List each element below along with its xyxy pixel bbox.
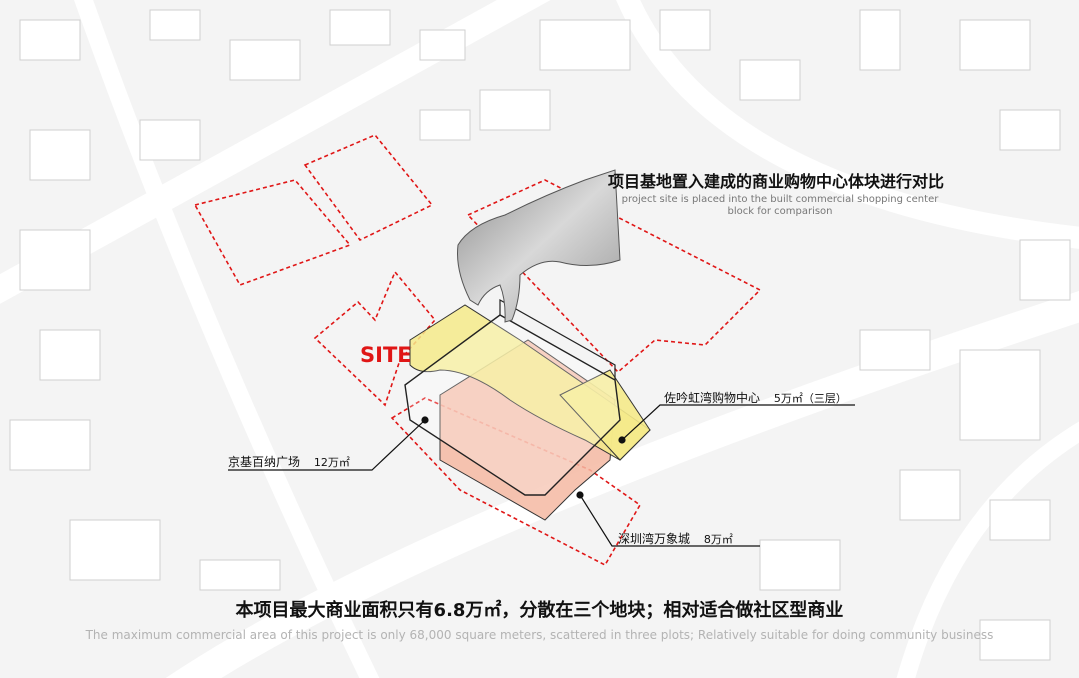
- annotation-title-en: project site is placed into the built co…: [612, 194, 948, 218]
- label-shenzhen: 深圳湾万象城 8万㎡: [618, 530, 733, 547]
- label-jingji-name: 京基百纳广场: [228, 455, 300, 469]
- summary-en: The maximum commercial area of this proj…: [0, 628, 1079, 642]
- hand-illustration: [458, 170, 621, 322]
- label-zuoling-name: 佐吟虹湾购物中心: [664, 391, 760, 405]
- context-buildings: [10, 10, 1070, 660]
- label-jingji-area: 12万㎡: [314, 456, 350, 469]
- label-shenzhen-name: 深圳湾万象城: [618, 532, 690, 546]
- summary-cn: 本项目最大商业面积只有6.8万㎡，分散在三个地块；相对适合做社区型商业: [0, 596, 1079, 622]
- label-zuoling: 佐吟虹湾购物中心 5万㎡（三层）: [664, 389, 847, 406]
- label-zuoling-area: 5万㎡（三层）: [774, 392, 847, 405]
- site-label: SITE: [360, 343, 412, 367]
- label-jingji: 京基百纳广场 12万㎡: [228, 453, 350, 470]
- label-shenzhen-area: 8万㎡: [704, 533, 733, 546]
- annotation-title-cn: 项目基地置入建成的商业购物中心体块进行对比: [608, 168, 944, 192]
